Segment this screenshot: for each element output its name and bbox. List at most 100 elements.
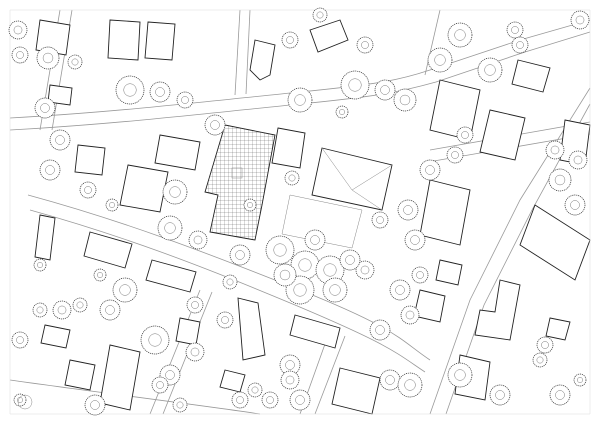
tree-icon <box>261 391 279 409</box>
tree-crown-detail <box>511 26 519 34</box>
tree-crown-detail <box>360 265 370 275</box>
tree-crown-detail <box>434 54 446 66</box>
tree-icon <box>419 159 441 181</box>
tree-crown-detail <box>554 174 566 186</box>
tree-icon <box>304 229 326 251</box>
tree-icon <box>49 129 71 151</box>
tree-icon <box>115 75 145 105</box>
tree-crown-detail <box>329 284 341 296</box>
tree-crown-detail <box>425 165 435 175</box>
tree-crown-detail <box>42 52 54 64</box>
tree-icon <box>411 266 429 284</box>
tree-crown-detail <box>339 109 345 115</box>
tree-icon <box>172 397 188 413</box>
trees <box>8 7 590 416</box>
tree-icon <box>356 36 374 54</box>
tree-icon <box>36 46 60 70</box>
tree-icon <box>397 199 419 221</box>
tree-crown-detail <box>148 333 162 347</box>
tree-icon <box>393 88 417 112</box>
tree-crown-detail <box>221 316 229 324</box>
tree-icon <box>84 394 106 416</box>
tree-icon <box>548 168 572 192</box>
tree-icon <box>446 146 464 164</box>
tree-crown-detail <box>405 310 415 320</box>
tree-icon <box>339 249 361 271</box>
tree-crown-detail <box>251 386 259 394</box>
tree-crown-detail <box>55 135 65 145</box>
tree-icon <box>204 114 226 136</box>
tree-crown-detail <box>454 29 466 41</box>
tree-crown-detail <box>316 11 324 19</box>
tree-icon <box>99 299 121 321</box>
tree-crown-detail <box>323 263 337 277</box>
tree-icon <box>140 325 170 355</box>
tree-icon <box>374 79 396 101</box>
tree-icon <box>549 384 571 406</box>
tree-crown-detail <box>36 306 44 314</box>
tree-crown-detail <box>40 103 50 113</box>
tree-icon <box>322 277 348 303</box>
tree-icon <box>229 244 251 266</box>
tree-crown-detail <box>399 94 411 106</box>
tree-icon <box>284 170 300 186</box>
tree-crown-detail <box>451 151 459 159</box>
tree-crown-detail <box>403 205 413 215</box>
tree-crown-detail <box>484 64 496 76</box>
tree-crown-detail <box>288 174 296 182</box>
tree-crown-detail <box>190 347 200 357</box>
tree-icon <box>79 181 97 199</box>
tree-icon <box>545 140 565 160</box>
tree-crown-detail <box>575 15 585 25</box>
tree-icon <box>247 382 263 398</box>
tree-crown-detail <box>516 41 524 49</box>
tree-crown-detail <box>573 155 583 165</box>
tree-crown-detail <box>577 377 583 383</box>
tree-crown-detail <box>570 200 580 210</box>
tree-crown-detail <box>16 336 24 344</box>
tree-icon <box>532 352 548 368</box>
tree-crown-detail <box>495 390 505 400</box>
tree-icon <box>340 70 370 100</box>
tree-crown-detail <box>235 250 245 260</box>
tree-crown-detail <box>380 85 390 95</box>
tree-crown-detail <box>310 235 320 245</box>
tree-icon <box>289 389 311 411</box>
roads <box>9 9 591 415</box>
tree-crown-detail <box>273 243 287 257</box>
tree-crown-detail <box>193 235 203 245</box>
tree-icon <box>273 263 297 287</box>
tree-icon <box>379 369 401 391</box>
tree-icon <box>265 235 295 265</box>
tree-icon <box>188 230 208 250</box>
buildings <box>9 9 591 415</box>
tree-icon <box>243 198 257 212</box>
tree-crown-detail <box>345 255 355 265</box>
tree-icon <box>369 319 391 341</box>
tree-icon <box>315 255 345 285</box>
tree-icon <box>176 91 194 109</box>
tree-icon <box>287 87 313 113</box>
tree-icon <box>222 274 238 290</box>
tree-crown-detail <box>76 301 84 309</box>
tree-icon <box>216 311 234 329</box>
tree-crown-detail <box>404 379 416 391</box>
tree-crown-detail <box>550 145 560 155</box>
tree-crown-detail <box>293 283 307 297</box>
tree-icon <box>447 362 473 388</box>
tree-icon <box>112 277 138 303</box>
tree-icon <box>39 159 61 181</box>
tree-crown-detail <box>45 165 55 175</box>
tree-icon <box>52 300 72 320</box>
tree-icon <box>185 342 205 362</box>
tree-icon <box>279 354 301 376</box>
tree-crown-detail <box>13 25 23 35</box>
tree-crown-detail <box>266 396 274 404</box>
tree-icon <box>564 194 586 216</box>
tree-icon <box>8 20 28 40</box>
tree-icon <box>162 179 188 205</box>
tree-crown-detail <box>536 356 544 364</box>
tree-crown-detail <box>385 375 395 385</box>
tree-crown-detail <box>555 390 565 400</box>
